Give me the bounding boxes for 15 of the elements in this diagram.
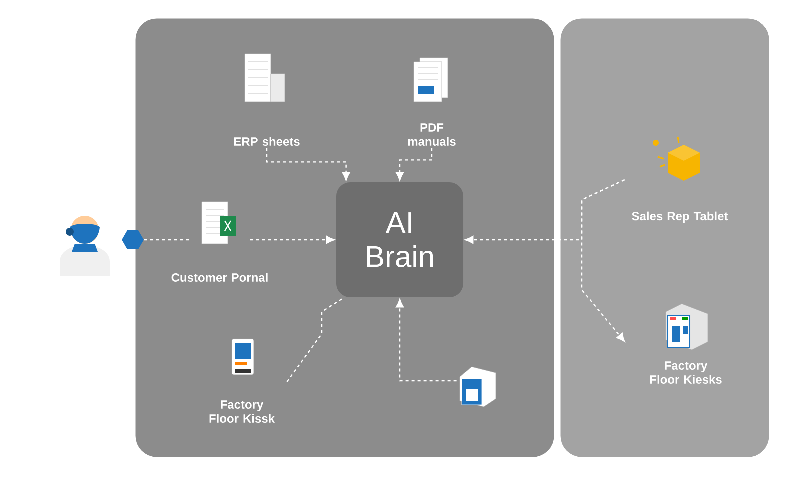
node-label: Factory Floor Kissk [210,400,276,423]
node-label: Customer Pornal [172,273,268,282]
arrow [266,148,350,181]
panel [559,17,771,459]
arrow [581,179,626,342]
node-label: ERP sheets [234,137,300,146]
arrow [250,236,335,244]
process-box: AI Brain [336,182,464,298]
cube-shape [122,230,144,250]
node-label: Factory Floor Kiesks [650,362,722,384]
node-label: PDF manuals [408,124,456,146]
arrow [396,299,457,382]
package-icon [460,366,496,408]
node-label: Sales Rep Tablet [632,212,728,223]
arrow [396,148,433,181]
